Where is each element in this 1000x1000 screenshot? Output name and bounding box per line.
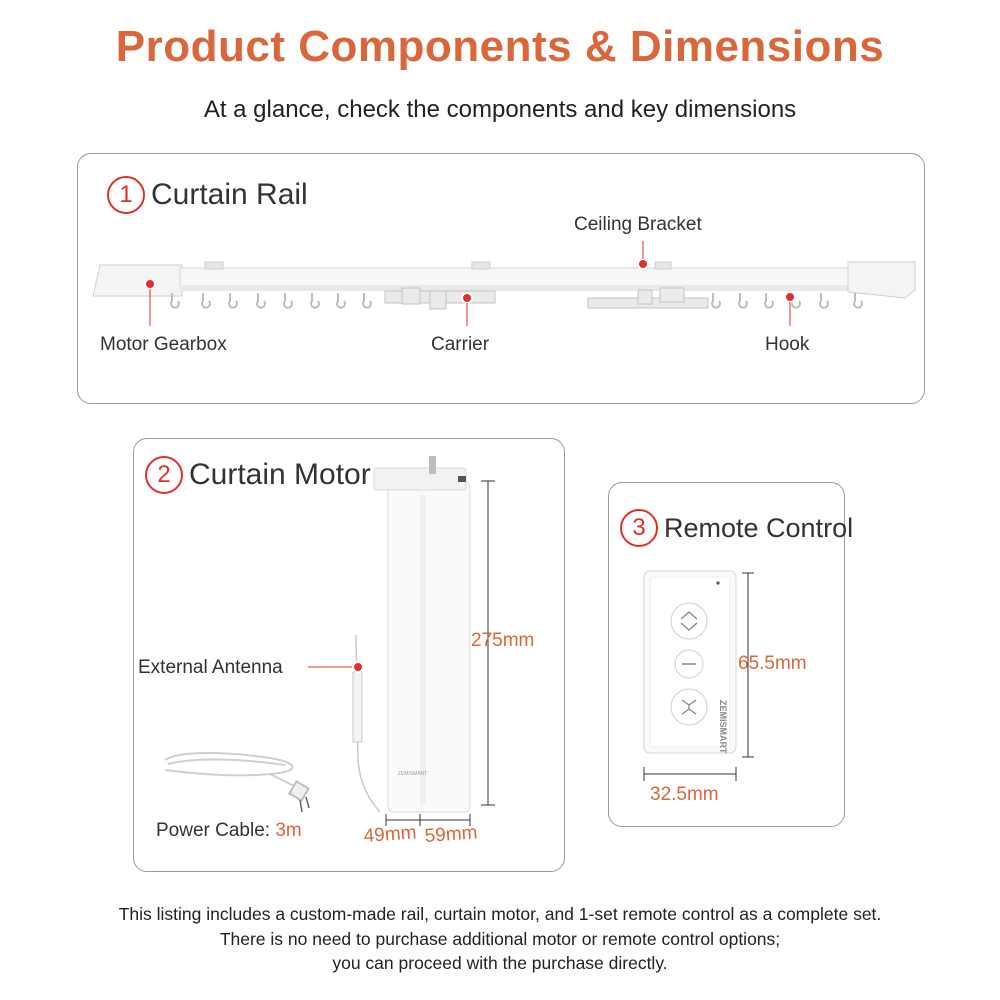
ceiling-bracket-label: Ceiling Bracket (574, 214, 702, 235)
curtain-motor-title: 2 Curtain Motor (145, 456, 371, 494)
remote-width-dimension-line (643, 767, 737, 781)
footer-line-1: This listing includes a custom-made rail… (118, 904, 882, 924)
remote-control-heading: Remote Control (664, 512, 854, 543)
remote-height-value: 65.5mm (738, 653, 807, 674)
external-antenna-label: External Antenna (138, 657, 283, 678)
number-badge-1: 1 (107, 176, 145, 214)
remote-brand-text: ZEMISMART (718, 700, 728, 754)
hook-label: Hook (765, 334, 810, 355)
power-cable-label: Power Cable: 3m (156, 820, 302, 842)
motor-gearbox-label: Motor Gearbox (100, 334, 227, 355)
number-badge-3: 3 (620, 509, 658, 547)
remote-control-title: 3 Remote Control (620, 509, 853, 547)
width-dimension-lines (385, 814, 471, 826)
rail-body (92, 261, 916, 299)
footer-line-3: you can proceed with the purchase direct… (332, 953, 668, 973)
height-dimension-line (481, 480, 495, 806)
stop-button-icon (674, 649, 704, 679)
curtain-rail-heading: Curtain Rail (151, 178, 308, 211)
antenna-marker (352, 661, 364, 673)
page-title: Product Components & Dimensions (115, 22, 885, 71)
curtain-motor-panel (133, 438, 565, 872)
power-cable-length: 3m (275, 820, 302, 841)
close-button-icon (670, 688, 708, 726)
footer-note: This listing includes a custom-made rail… (0, 902, 1000, 976)
curtain-rail-title: 1 Curtain Rail (107, 176, 308, 214)
remote-height-dimension-line (742, 572, 754, 758)
motor-height-value: 275mm (471, 630, 535, 651)
remote-width-value: 32.5mm (650, 784, 719, 805)
number-badge-2: 2 (145, 456, 183, 494)
open-button-icon (670, 602, 708, 640)
rail-leader-lines (149, 241, 791, 326)
curtain-motor-heading: Curtain Motor (189, 458, 371, 491)
power-cable-text: Power Cable: (156, 820, 276, 841)
power-cable (164, 752, 310, 813)
footer-line-2: There is no need to purchase additional … (219, 928, 781, 949)
page-subtitle: At a glance, check the components and ke… (203, 96, 797, 123)
motor-brand-text: ZEMISMART (398, 771, 427, 777)
carrier-label: Carrier (431, 334, 490, 355)
